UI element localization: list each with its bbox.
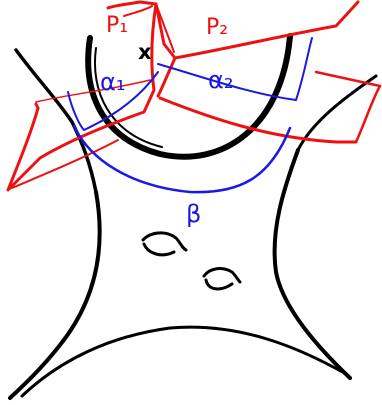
label-plane-p2: P₂ (206, 15, 228, 40)
surface-right-side (275, 150, 350, 378)
plane-p2-right-edge (316, 72, 380, 142)
label-point-x: x (138, 40, 152, 64)
label-curve-beta: β (186, 200, 201, 228)
plane-p1-outline (8, 2, 156, 190)
surface-bottom-edge (22, 327, 346, 396)
label-curve-alpha-1: α₁ (100, 68, 125, 96)
plane-p2-outline (156, 2, 358, 96)
plane-p1-top-edge (124, 6, 152, 16)
surface-left-side (10, 192, 100, 398)
plane-p1-lower-border (12, 140, 118, 188)
label-plane-p1: P₁ (106, 13, 128, 38)
label-curve-alpha-2: α₂ (208, 66, 233, 94)
handle-lower (204, 269, 240, 289)
handle-upper (143, 233, 186, 255)
